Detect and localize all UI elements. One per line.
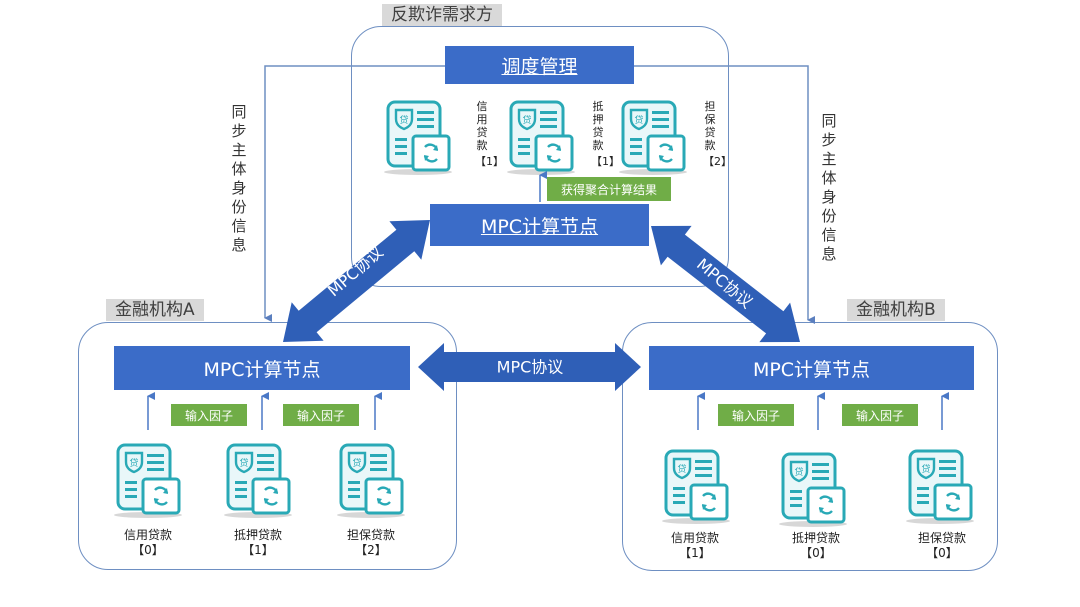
bank-b-input-factor-2: 输入因子 bbox=[842, 404, 918, 426]
loan-document-icon: 贷 bbox=[337, 443, 405, 518]
bank-a-loan-credit-name: 信用贷款 bbox=[123, 528, 172, 542]
top-loan-credit-count: 【1】 bbox=[475, 155, 504, 168]
bank-b-loan-guarantee-name: 担保贷款 bbox=[917, 531, 966, 545]
loan-document-icon: 贷 bbox=[779, 452, 847, 527]
top-mpc-node-label: MPC计算节点 bbox=[480, 215, 599, 238]
loan-document-icon: 贷 bbox=[906, 449, 974, 524]
scheduler-label: 调度管理 bbox=[501, 55, 578, 78]
loan-document-icon: 贷 bbox=[114, 443, 182, 518]
top-mpc-node[interactable]: MPC计算节点 bbox=[430, 204, 649, 246]
svg-text:贷: 贷 bbox=[634, 114, 643, 126]
svg-text:贷: 贷 bbox=[399, 114, 408, 126]
anti-fraud-tag: 反欺诈需求方 bbox=[382, 4, 502, 26]
bank-b-loan-mortgage: 抵押贷款【0】 bbox=[780, 531, 852, 561]
bank-a-mpc-node[interactable]: MPC计算节点 bbox=[114, 346, 410, 390]
scheduler-bar[interactable]: 调度管理 bbox=[445, 46, 634, 84]
svg-text:贷: 贷 bbox=[921, 463, 930, 475]
bank-a-loan-guarantee-name: 担保贷款 bbox=[346, 528, 395, 542]
bank-a-input-factor-2: 输入因子 bbox=[283, 404, 359, 426]
bank-a-mpc-node-label: MPC计算节点 bbox=[203, 358, 321, 381]
top-loan-guarantee-name: 担保贷款 bbox=[704, 100, 716, 152]
bank-b-loan-mortgage-count: 【0】 bbox=[800, 546, 832, 560]
bank-b-loan-credit-name: 信用贷款 bbox=[670, 531, 719, 545]
loan-document-icon: 贷 bbox=[384, 100, 452, 175]
top-loan-guarantee-count: 【2】 bbox=[703, 155, 732, 168]
sync-identity-right-label: 同步主体身份信息 bbox=[821, 112, 837, 263]
bank-b-mpc-node[interactable]: MPC计算节点 bbox=[649, 346, 974, 390]
mpc-protocol-bottom-label: MPC协议 bbox=[497, 358, 564, 377]
loan-document-icon: 贷 bbox=[619, 100, 687, 175]
bank-a-loan-credit-count: 【0】 bbox=[132, 543, 164, 557]
top-loan-credit-name: 信用贷款 bbox=[476, 100, 488, 152]
svg-text:贷: 贷 bbox=[129, 457, 138, 469]
bank-a-loan-credit: 信用贷款【0】 bbox=[112, 528, 184, 558]
bank-a-tag: 金融机构A bbox=[106, 299, 204, 321]
bank-b-tag: 金融机构B bbox=[847, 299, 945, 321]
bank-a-loan-mortgage-count: 【1】 bbox=[242, 543, 274, 557]
bank-b-loan-credit-count: 【1】 bbox=[679, 546, 711, 560]
bank-a-input-factor-1: 输入因子 bbox=[171, 404, 247, 426]
top-loan-mortgage-name: 抵押贷款 bbox=[592, 100, 604, 152]
loan-document-icon: 贷 bbox=[662, 449, 730, 524]
sync-identity-left-label: 同步主体身份信息 bbox=[231, 103, 247, 254]
svg-text:贷: 贷 bbox=[352, 457, 361, 469]
svg-text:贷: 贷 bbox=[794, 466, 803, 478]
svg-text:贷: 贷 bbox=[239, 457, 248, 469]
bank-b-loan-guarantee: 担保贷款【0】 bbox=[906, 531, 978, 561]
svg-text:贷: 贷 bbox=[522, 114, 531, 126]
top-loan-mortgage-count: 【1】 bbox=[591, 155, 620, 168]
bank-b-loan-guarantee-count: 【0】 bbox=[926, 546, 958, 560]
bank-a-loan-guarantee-count: 【2】 bbox=[355, 543, 387, 557]
bank-a-loan-mortgage-name: 抵押贷款 bbox=[233, 528, 282, 542]
bank-b-input-factor-1: 输入因子 bbox=[718, 404, 794, 426]
loan-document-icon: 贷 bbox=[224, 443, 292, 518]
bank-a-loan-mortgage: 抵押贷款【1】 bbox=[222, 528, 294, 558]
bank-a-loan-guarantee: 担保贷款【2】 bbox=[335, 528, 407, 558]
bank-b-loan-credit: 信用贷款【1】 bbox=[659, 531, 731, 561]
loan-document-icon: 贷 bbox=[507, 100, 575, 175]
aggregate-result-label: 获得聚合计算结果 bbox=[547, 177, 671, 201]
bank-b-loan-mortgage-name: 抵押贷款 bbox=[791, 531, 840, 545]
svg-text:贷: 贷 bbox=[677, 463, 686, 475]
bank-b-mpc-node-label: MPC计算节点 bbox=[752, 358, 871, 381]
